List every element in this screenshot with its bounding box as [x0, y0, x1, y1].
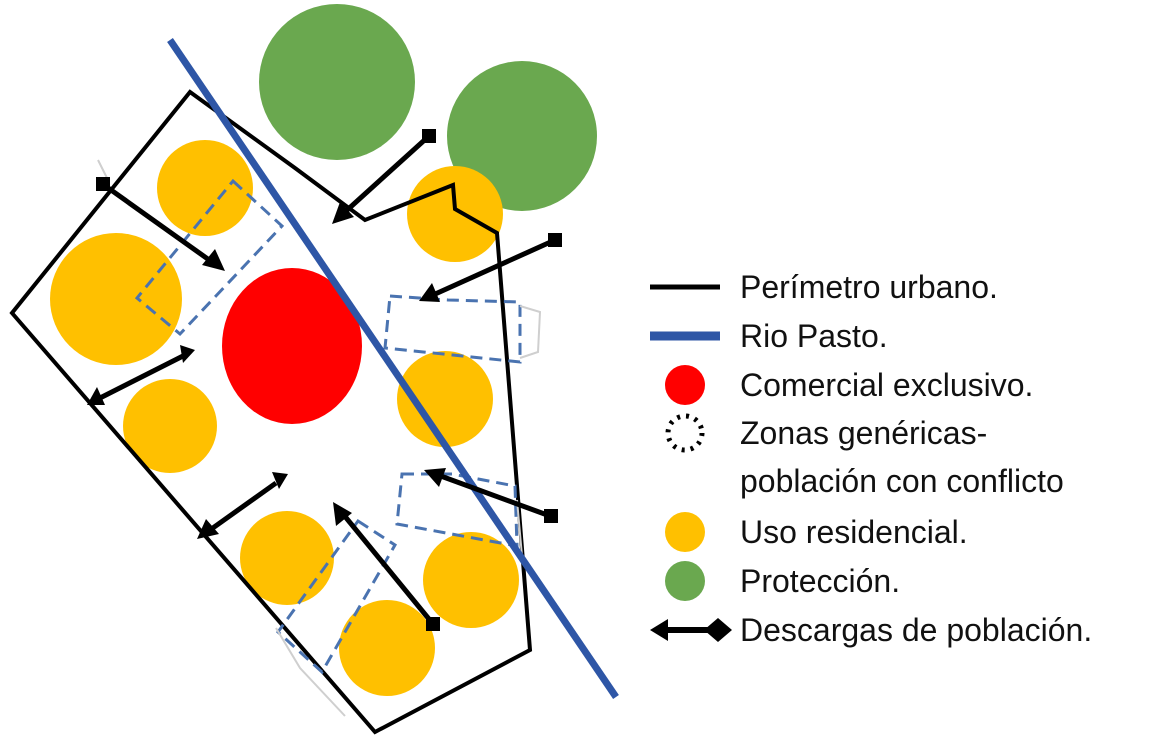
- legend-label: Uso residencial.: [740, 513, 968, 550]
- discharge-arrow: [197, 472, 288, 539]
- residential-zone: [157, 140, 253, 236]
- population-discharges: [87, 129, 562, 631]
- discharge-arrow: [424, 468, 558, 523]
- protection-zone-2: [447, 61, 597, 211]
- legend: Perímetro urbano. Rio Pasto. Comercial e…: [640, 262, 1160, 654]
- protection-zone-1: [259, 4, 415, 160]
- urban-perimeter: [9, 89, 533, 735]
- legend-item-protection: Protección.: [640, 556, 1160, 605]
- legend-item-commercial: Comercial exclusivo.: [640, 360, 1160, 409]
- discharge-arrow: [419, 233, 562, 302]
- legend-item-perimeter: Perímetro urbano.: [640, 262, 1160, 311]
- orange-circle-icon: [640, 511, 740, 552]
- residential-zone: [123, 379, 217, 473]
- residential-zone: [50, 233, 182, 365]
- base-map-outline: [97, 159, 542, 717]
- generic-zone: [276, 518, 398, 675]
- discharge-arrow: [87, 345, 195, 405]
- blue-line-icon: [640, 316, 740, 356]
- legend-label: Rio Pasto.: [740, 317, 888, 354]
- legend-label: Comercial exclusivo.: [740, 366, 1034, 403]
- residential-zone: [423, 532, 519, 628]
- legend-item-discharges: Descargas de población.: [640, 605, 1160, 654]
- red-circle-icon: [640, 364, 740, 405]
- legend-label: Zonas genéricas-: [740, 415, 988, 451]
- residential-zone: [407, 166, 503, 262]
- commercial-zone: [222, 268, 362, 424]
- dotted-circle-icon: [640, 413, 740, 453]
- rio-pasto-river: [167, 38, 619, 699]
- residential-zone: [240, 511, 334, 605]
- green-circle-icon: [640, 560, 740, 601]
- double-arrow-icon: [640, 610, 740, 650]
- legend-item-river: Rio Pasto.: [640, 311, 1160, 360]
- urban-zoning-diagram: [9, 4, 619, 735]
- black-line-icon: [640, 267, 740, 307]
- generic-zone: [134, 178, 285, 337]
- residential-zone: [397, 351, 493, 447]
- legend-label: Perímetro urbano.: [740, 268, 998, 305]
- legend-item-residential: Uso residencial.: [640, 507, 1160, 556]
- generic-zone: [395, 472, 519, 548]
- discharge-arrow: [96, 177, 225, 271]
- legend-label: Protección.: [740, 562, 901, 599]
- residential-zone: [339, 600, 435, 696]
- legend-item-generic-zones: Zonas genéricas- población con conflicto: [640, 409, 1160, 507]
- legend-label: población con conflicto: [740, 463, 1064, 499]
- legend-label: Descargas de población.: [740, 611, 1093, 648]
- discharge-arrow: [333, 502, 440, 631]
- discharge-arrow: [332, 129, 436, 224]
